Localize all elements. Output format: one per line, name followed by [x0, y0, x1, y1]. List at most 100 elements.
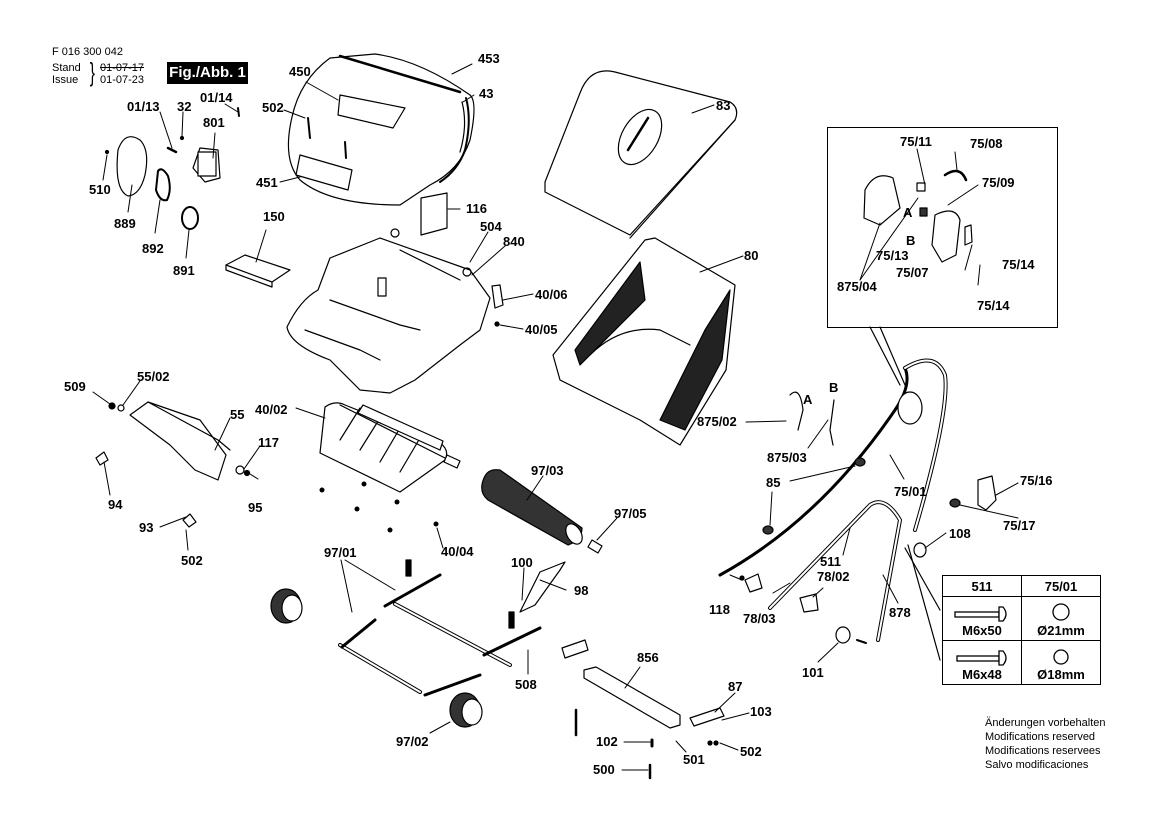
screw-icon	[956, 650, 1007, 666]
label-75-13: 75/13	[876, 248, 909, 263]
label-75-17: 75/17	[1003, 518, 1036, 533]
label-40-06: 40/06	[535, 287, 568, 302]
filter-pads	[225, 192, 448, 288]
label-95: 95	[248, 500, 263, 515]
label-102: 102	[596, 734, 618, 749]
label-87: 87	[728, 679, 743, 694]
grass-box-80	[552, 237, 736, 446]
screw-icon	[954, 606, 1007, 622]
label-98: 98	[574, 583, 589, 598]
belt-892	[155, 168, 171, 202]
label-78-02: 78/02	[817, 569, 850, 584]
label-75-09: 75/09	[982, 175, 1015, 190]
note-es: Salvo modificaciones	[985, 759, 1089, 771]
grass-box-lid	[287, 53, 475, 206]
switch-box-parts	[863, 169, 973, 263]
handle-assembly	[718, 358, 997, 644]
document-number: F 016 300 042	[52, 46, 123, 58]
motor-group	[104, 107, 240, 230]
label-801: 801	[203, 115, 225, 130]
diameter-cell: Ø21mm	[1021, 596, 1101, 641]
switch-detail-inset	[827, 127, 1058, 328]
screws	[319, 481, 439, 533]
label-78-03: 78/03	[743, 611, 776, 626]
cover-83	[544, 70, 738, 239]
label-103: 103	[750, 704, 772, 719]
table-header-75-01: 75/01	[1021, 575, 1101, 597]
label-inset-a: A	[903, 205, 913, 220]
stand-label: Stand	[52, 62, 81, 74]
screw-cell: M6x48	[942, 640, 1022, 685]
label-108: 108	[949, 526, 971, 541]
label-75-07: 75/07	[896, 265, 929, 280]
label-97-05: 97/05	[614, 506, 647, 521]
label-875-03: 875/03	[767, 450, 807, 465]
label-75-14-a: 75/14	[1002, 257, 1035, 272]
wheels-97-02	[270, 588, 483, 728]
diameter-value: Ø21mm	[1037, 623, 1085, 638]
screw-cell: M6x50	[942, 596, 1022, 641]
label-40-02: 40/02	[255, 402, 288, 417]
label-100: 100	[511, 555, 533, 570]
label-inset-b: B	[906, 233, 916, 248]
label-501: 501	[683, 752, 705, 767]
wheel-frame-97-01	[338, 559, 566, 697]
label-502-lid: 502	[262, 100, 284, 115]
pulley-891	[181, 206, 199, 230]
label-117: 117	[258, 435, 279, 450]
label-500: 500	[593, 762, 615, 777]
label-97-03: 97/03	[531, 463, 564, 478]
label-75-01: 75/01	[894, 484, 927, 499]
label-150: 150	[263, 209, 285, 224]
label-01-13: 01/13	[127, 99, 160, 114]
tensioner-55	[95, 401, 251, 528]
label-75-14-b: 75/14	[977, 298, 1010, 313]
label-509: 509	[64, 379, 86, 394]
label-840: 840	[503, 234, 525, 249]
label-83: 83	[716, 98, 731, 113]
label-97-02: 97/02	[396, 734, 429, 749]
label-93: 93	[139, 520, 154, 535]
label-40-05: 40/05	[525, 322, 558, 337]
label-55: 55	[230, 407, 245, 422]
label-75-16: 75/16	[1020, 473, 1053, 488]
issue-value: 01-07-23	[100, 74, 145, 86]
label-892: 892	[142, 241, 164, 256]
label-97-01: 97/01	[324, 545, 357, 560]
label-cable-b: B	[829, 380, 839, 395]
diameter-value: Ø18mm	[1037, 667, 1085, 682]
label-40-04: 40/04	[441, 544, 474, 559]
label-75-11: 75/11	[900, 134, 932, 149]
label-450: 450	[289, 64, 311, 79]
brace-icon: }	[89, 57, 95, 87]
label-32: 32	[177, 99, 192, 114]
leader-lines	[92, 63, 1019, 771]
label-cable-a: A	[803, 392, 813, 407]
label-118: 118	[709, 602, 730, 617]
variant-table: 511 75/01 M6x50 Ø21mm M6x48 Ø18mm	[942, 575, 1101, 685]
note-de: Änderungen vorbehalten	[985, 717, 1106, 729]
label-453: 453	[478, 51, 500, 66]
lever-98	[519, 561, 566, 613]
label-94: 94	[108, 497, 123, 512]
label-508: 508	[515, 677, 537, 692]
diameter-cell: Ø18mm	[1021, 640, 1101, 685]
label-101: 101	[802, 665, 824, 680]
label-510: 510	[89, 182, 111, 197]
handle-plate-451	[295, 154, 353, 191]
stand-value: 01-07-17	[100, 62, 145, 74]
label-451: 451	[256, 175, 278, 190]
figure-label: Fig./Abb. 1	[167, 62, 248, 84]
chassis-housing	[286, 228, 504, 394]
label-878: 878	[889, 605, 911, 620]
table-row: M6x50 Ø21mm	[942, 596, 1101, 641]
label-511: 511	[820, 554, 841, 569]
label-plate-450	[337, 94, 406, 129]
label-502-bar: 502	[740, 744, 762, 759]
label-01-14: 01/14	[200, 90, 233, 105]
label-55-02: 55/02	[137, 369, 170, 384]
issue-label: Issue	[52, 74, 79, 86]
belt-cover-889	[116, 136, 148, 197]
